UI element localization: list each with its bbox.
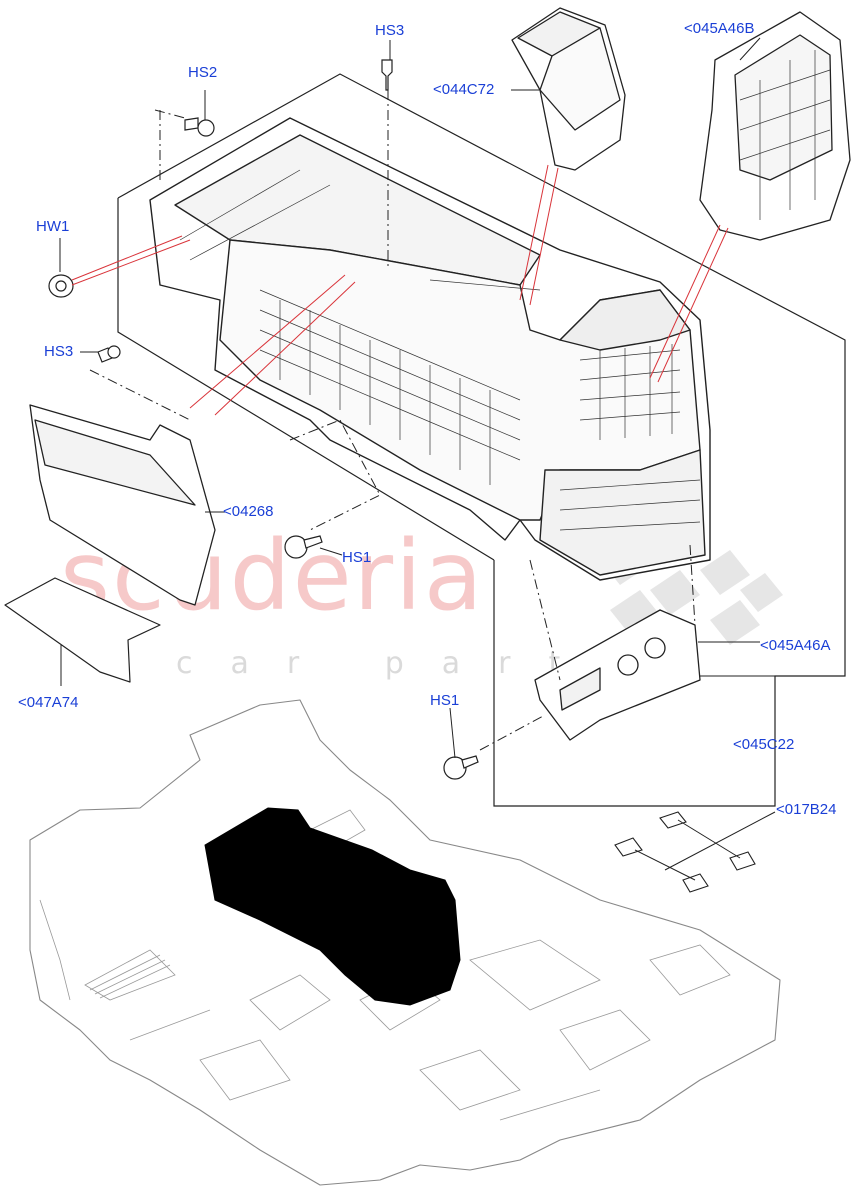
- label-hs3-left[interactable]: HS3: [44, 343, 74, 360]
- bracket-045a46a-part: [534, 609, 701, 741]
- fastener-parts: [48, 59, 479, 780]
- label-hw1[interactable]: HW1: [36, 218, 70, 235]
- assembly-outline: [117, 73, 846, 807]
- label-044c72[interactable]: <044C72: [433, 81, 495, 98]
- center-mat-highlight: [204, 807, 461, 1006]
- label-045a46a[interactable]: <045A46A: [760, 637, 831, 654]
- floor-details: [39, 809, 731, 1121]
- label-hs1-low[interactable]: HS1: [430, 692, 460, 709]
- black-leader-lines: [59, 37, 761, 759]
- mat-piece-part: [4, 577, 161, 683]
- bracket-045a46b-part: [699, 11, 851, 241]
- label-hs1-mid[interactable]: HS1: [342, 549, 372, 566]
- label-017b24[interactable]: <017B24: [776, 801, 837, 818]
- lid-part: [511, 7, 626, 171]
- side-panel-part: [29, 404, 216, 606]
- pad-leaders: [634, 811, 776, 881]
- label-hs2[interactable]: HS2: [188, 64, 218, 81]
- label-045a46b[interactable]: <045A46B: [684, 20, 755, 37]
- console-ribbing: [179, 169, 701, 531]
- label-04268[interactable]: <04268: [223, 503, 274, 520]
- assembly-outline-inner: [117, 198, 495, 561]
- red-leader-lines: [71, 164, 729, 416]
- label-047a74[interactable]: <047A74: [18, 694, 79, 711]
- label-hs3-top[interactable]: HS3: [375, 22, 405, 39]
- label-045c22[interactable]: <045C22: [733, 736, 795, 753]
- alignment-lines: [89, 90, 696, 751]
- pad-parts: [614, 811, 756, 893]
